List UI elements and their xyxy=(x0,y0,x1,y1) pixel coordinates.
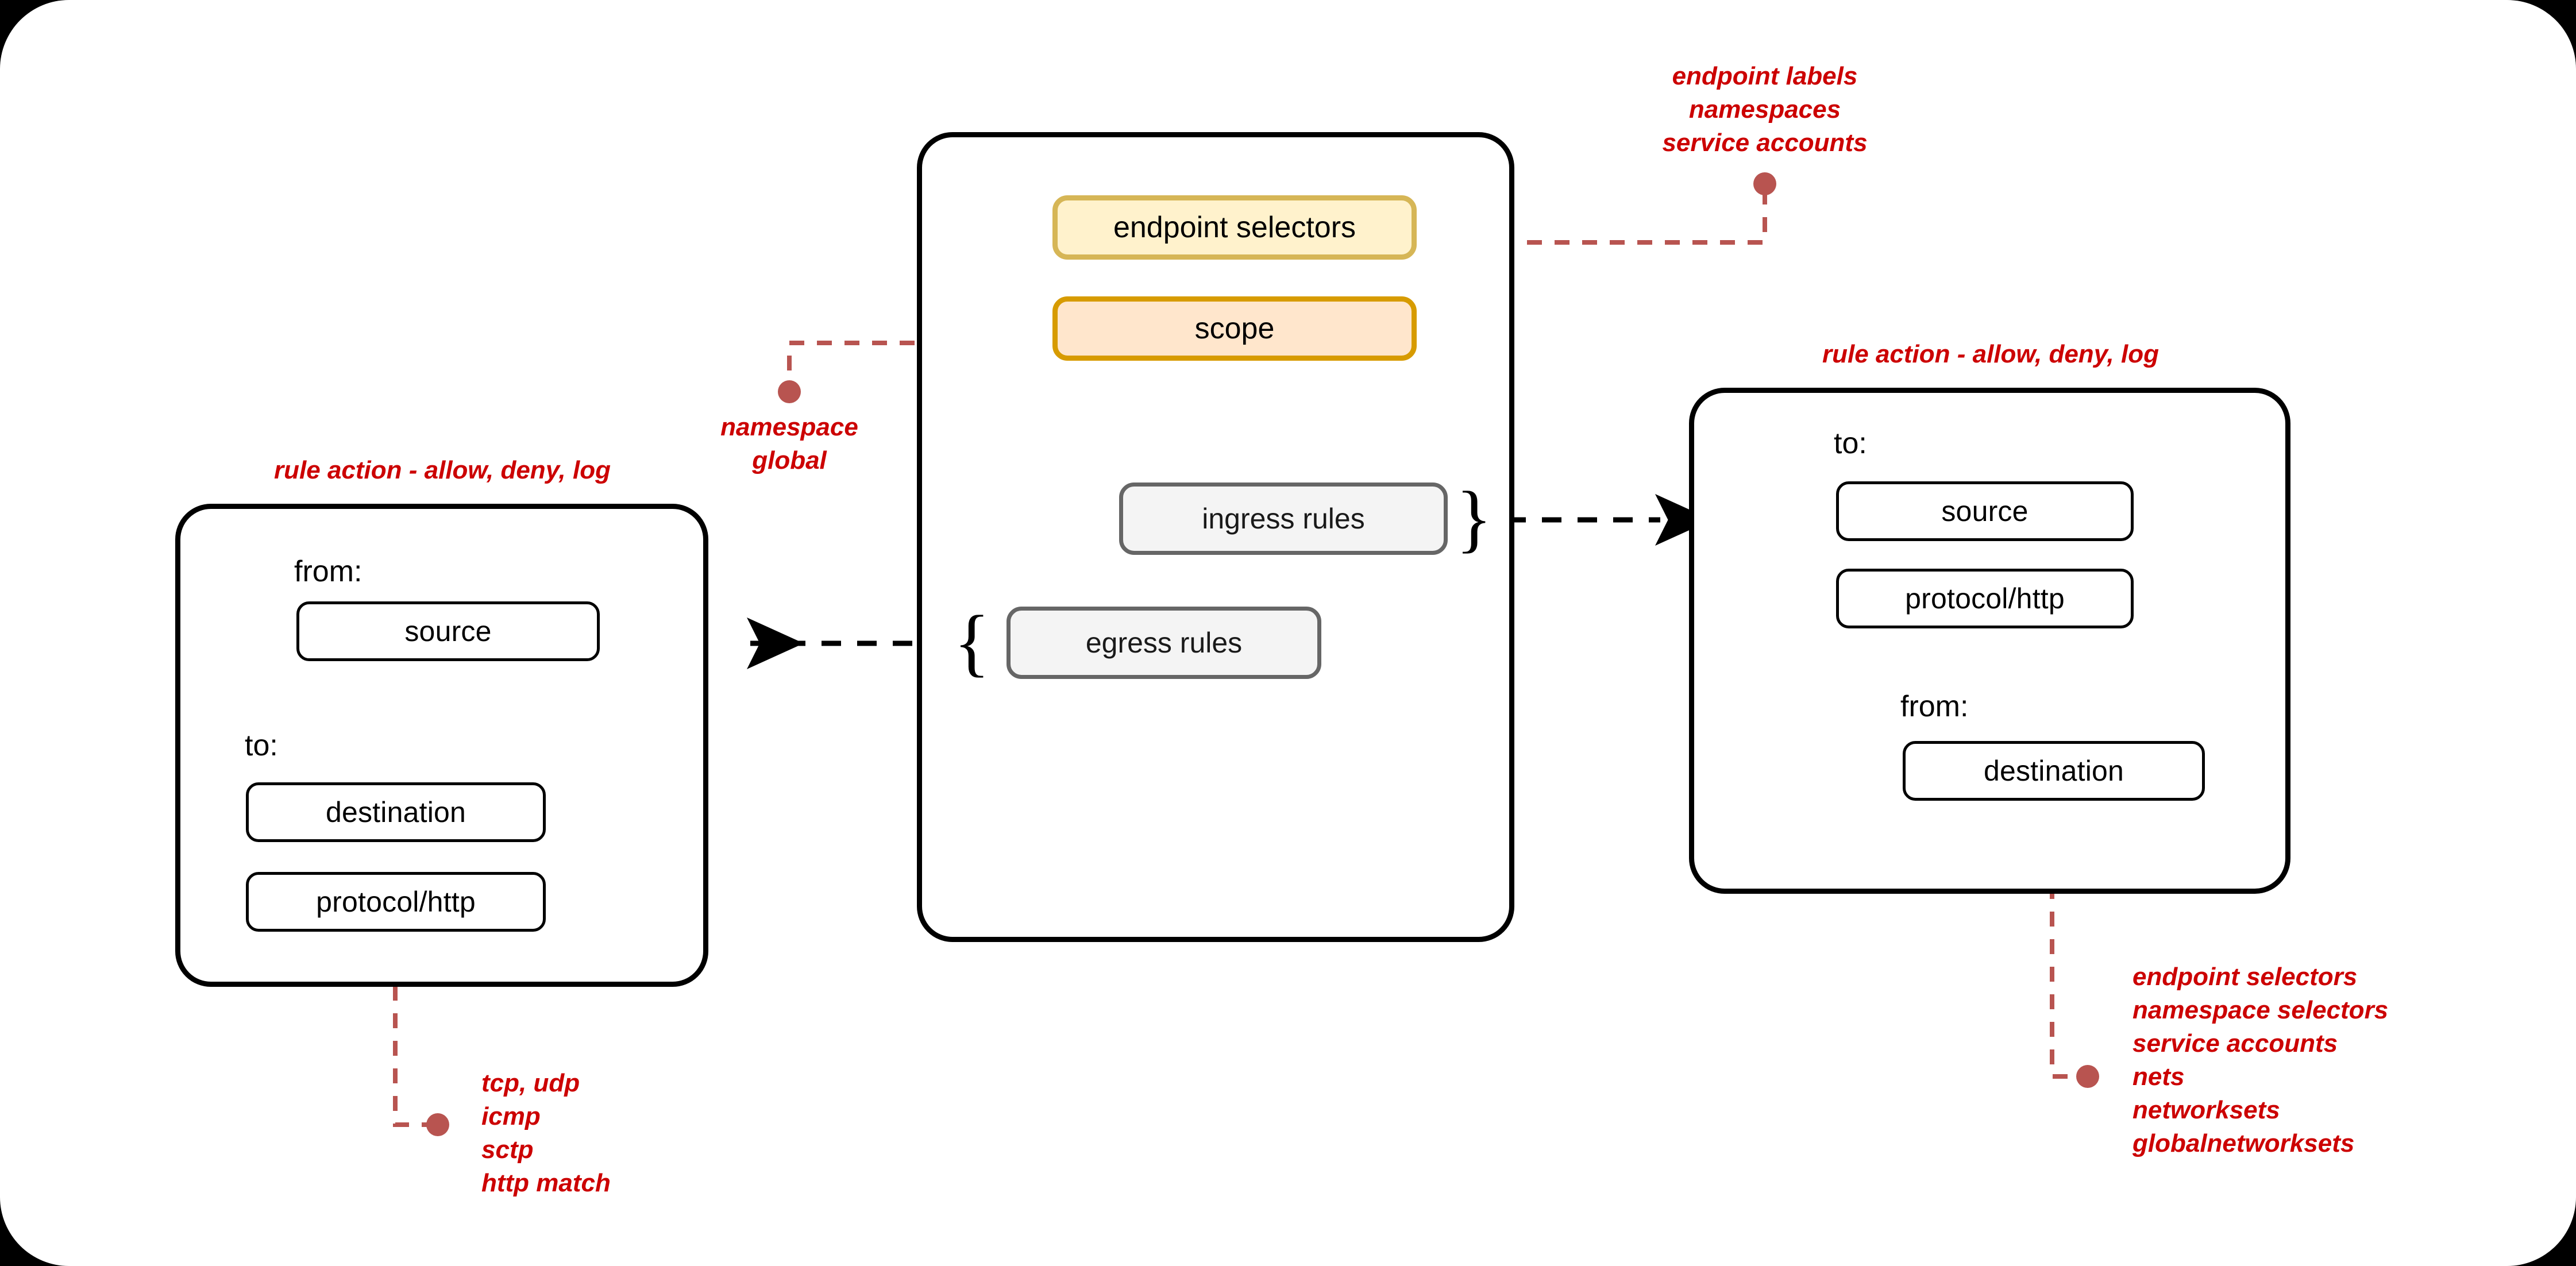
ingress-rules-chip[interactable]: ingress rules xyxy=(1119,483,1448,555)
ingress-close-brace: } xyxy=(1456,476,1493,560)
endpoint-selectors-annotation-line-1: endpoint labels xyxy=(1672,62,1858,90)
egress-rule-action-line: rule action - allow, deny, log xyxy=(274,456,611,484)
egress-to-protocol-chip[interactable]: protocol/http xyxy=(246,872,546,932)
protocol-annotation-line-1: tcp, udp xyxy=(481,1069,580,1097)
ingress-to-protocol-label: protocol/http xyxy=(1905,582,2065,615)
protocol-annotation-line-3: sctp xyxy=(481,1136,534,1164)
ingress-rule-action-line: rule action - allow, deny, log xyxy=(1822,340,2159,368)
endpoint-selectors-annotation-line-2: namespaces xyxy=(1688,95,1841,123)
destination-annotation-line-1: endpoint selectors xyxy=(2132,963,2358,991)
ingress-rule-container xyxy=(1689,388,2290,894)
ingress-from-destination-label: destination xyxy=(1983,755,2124,787)
egress-rules-chip[interactable]: egress rules xyxy=(1007,607,1321,679)
endpoint-selectors-annotation-line-3: service accounts xyxy=(1662,129,1868,157)
protocol-annotation: tcp, udp icmp sctp http match xyxy=(481,1067,884,1200)
endpoint-selectors-label: endpoint selectors xyxy=(1113,211,1356,244)
egress-from-source-chip[interactable]: source xyxy=(296,601,600,661)
egress-to-label: to: xyxy=(245,729,278,762)
destination-annotation-line-3: service accounts xyxy=(2132,1029,2338,1057)
scope-chip[interactable]: scope xyxy=(1052,296,1417,361)
ingress-rule-action-annotation: rule action - allow, deny, log xyxy=(1689,338,2292,371)
destination-annotation-line-4: nets xyxy=(2132,1063,2185,1091)
destination-annotation-line-2: namespace selectors xyxy=(2132,996,2389,1024)
ingress-rules-label: ingress rules xyxy=(1202,503,1365,535)
destination-annotation-line-6: globalnetworksets xyxy=(2132,1129,2355,1157)
ingress-from-label: from: xyxy=(1900,690,1969,723)
egress-from-source-label: source xyxy=(404,615,492,647)
egress-rule-action-annotation: rule action - allow, deny, log xyxy=(172,454,712,487)
protocol-annotation-line-2: icmp xyxy=(481,1102,541,1130)
ingress-to-source-label: source xyxy=(1941,495,2029,527)
scope-annotation-line-2: global xyxy=(752,446,827,474)
egress-to-destination-chip[interactable]: destination xyxy=(246,782,546,842)
ingress-to-protocol-chip[interactable]: protocol/http xyxy=(1836,569,2134,628)
scope-annotation-line-1: namespace xyxy=(720,413,858,441)
ingress-from-destination-chip[interactable]: destination xyxy=(1903,741,2205,801)
egress-to-destination-label: destination xyxy=(325,796,466,828)
scope-label: scope xyxy=(1194,312,1275,345)
ingress-to-source-chip[interactable]: source xyxy=(1836,481,2134,541)
egress-rules-label: egress rules xyxy=(1085,627,1243,659)
egress-to-protocol-label: protocol/http xyxy=(316,886,476,918)
destination-annotation-line-5: networksets xyxy=(2132,1096,2280,1124)
ingress-to-label: to: xyxy=(1834,427,1867,460)
egress-from-label: from: xyxy=(294,555,363,588)
endpoint-selectors-annotation: endpoint labels namespaces service accou… xyxy=(1592,60,1937,160)
protocol-annotation-line-4: http match xyxy=(481,1169,611,1197)
endpoint-selectors-chip[interactable]: endpoint selectors xyxy=(1052,195,1417,260)
scope-annotation: namespace global xyxy=(617,411,962,477)
egress-open-brace: { xyxy=(954,600,990,684)
destination-annotation: endpoint selectors namespace selectors s… xyxy=(2132,960,2569,1160)
